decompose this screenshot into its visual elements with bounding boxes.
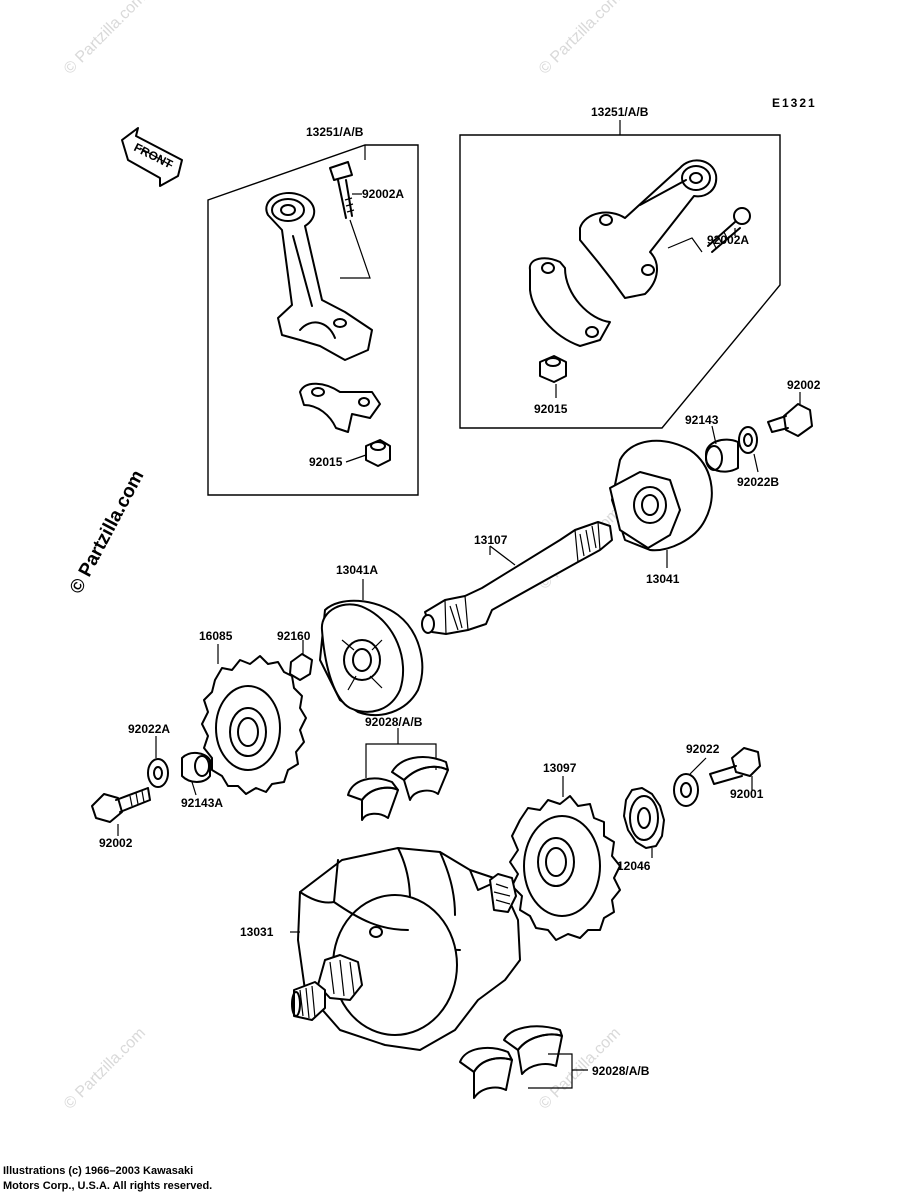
part-label-bolt-gear: 92001 (730, 787, 764, 801)
part-label-balancer-shaft: 13107 (474, 533, 508, 547)
bearing-upper-left (347, 777, 399, 821)
gear (509, 795, 621, 941)
leader-line (667, 237, 703, 253)
part-label-weight-left: 13041A (336, 563, 378, 577)
leader-line (689, 757, 707, 775)
part-label-rod-right: 13251/A/B (591, 105, 649, 119)
leader-line (489, 545, 516, 566)
leader-line (365, 728, 437, 778)
washer-right (738, 426, 758, 454)
connecting-rod-left (265, 192, 373, 361)
balancer-shaft (421, 521, 613, 635)
leader-line (711, 425, 717, 445)
bolt-left-bottom (91, 787, 151, 823)
collar-left (181, 752, 211, 783)
nut-left (365, 439, 391, 467)
rod-right-box (459, 134, 781, 429)
part-label-bolt-top-right: 92002 (787, 378, 821, 392)
copyright-notice: Illustrations (c) 1966–2003 Kawasaki Mot… (3, 1164, 212, 1194)
copyright-line-2: Motors Corp., U.S.A. All rights reserved… (3, 1180, 213, 1192)
washer-left (147, 758, 169, 788)
part-label-collar-right: 92143 (685, 413, 719, 427)
part-label-bearing-upper: 92028/A/B (365, 715, 423, 729)
part-label-bolt-right: 92002A (707, 233, 749, 247)
bearing-upper-right (391, 756, 449, 801)
sprocket (201, 655, 307, 795)
bolt-right (707, 207, 751, 253)
nut-right (539, 355, 567, 383)
part-label-gear-small: 12046 (617, 859, 651, 873)
key (289, 653, 313, 681)
part-label-gear: 13097 (543, 761, 577, 775)
part-label-bolt-left: 92002A (362, 187, 404, 201)
rod-cap-right (528, 257, 611, 347)
part-label-collar-left: 92143A (181, 796, 223, 810)
gear-small (623, 787, 665, 849)
leader-line (340, 219, 371, 279)
part-label-washer-right: 92022B (737, 475, 779, 489)
connecting-rod-right (579, 159, 718, 299)
part-label-crankshaft: 13031 (240, 925, 274, 939)
part-label-washer-gear: 92022 (686, 742, 720, 756)
leader-line (345, 454, 367, 463)
leader-line (753, 453, 759, 473)
bolt-gear (709, 747, 761, 785)
front-arrow-icon (121, 127, 183, 187)
watermark: © Partzilla.com (61, 1025, 149, 1113)
side-watermark: © Partzilla.com (66, 467, 149, 597)
collar-right (705, 438, 739, 473)
copyright-line-1: Illustrations (c) 1966–2003 Kawasaki (3, 1165, 194, 1177)
part-label-sprocket: 16085 (199, 629, 233, 643)
rod-cap-left (299, 382, 381, 433)
bearing-lower-left (459, 1046, 513, 1099)
watermark: © Partzilla.com (61, 0, 149, 78)
part-label-nut-right: 92015 (534, 402, 568, 416)
part-label-washer-left: 92022A (128, 722, 170, 736)
part-label-key: 92160 (277, 629, 311, 643)
washer-gear (673, 773, 699, 807)
watermark: © Partzilla.com (536, 0, 624, 78)
rod-left-box (207, 144, 419, 496)
part-label-bolt-left-bottom: 92002 (99, 836, 133, 850)
part-label-rod-left: 13251/A/B (306, 125, 364, 139)
leader-line (191, 781, 197, 796)
bolt-left (329, 161, 355, 219)
bearing-lower-right (503, 1025, 563, 1075)
part-label-bearing-lower: 92028/A/B (592, 1064, 650, 1078)
crankshaft (291, 847, 521, 1051)
leader-line (528, 1053, 588, 1089)
balancer-weight-left (319, 599, 424, 716)
balancer-weight-right (609, 439, 713, 552)
part-label-nut-left: 92015 (309, 455, 343, 469)
part-label-weight-right: 13041 (646, 572, 680, 586)
bolt-top-right (767, 403, 813, 437)
diagram-code: E1321 (772, 96, 817, 110)
